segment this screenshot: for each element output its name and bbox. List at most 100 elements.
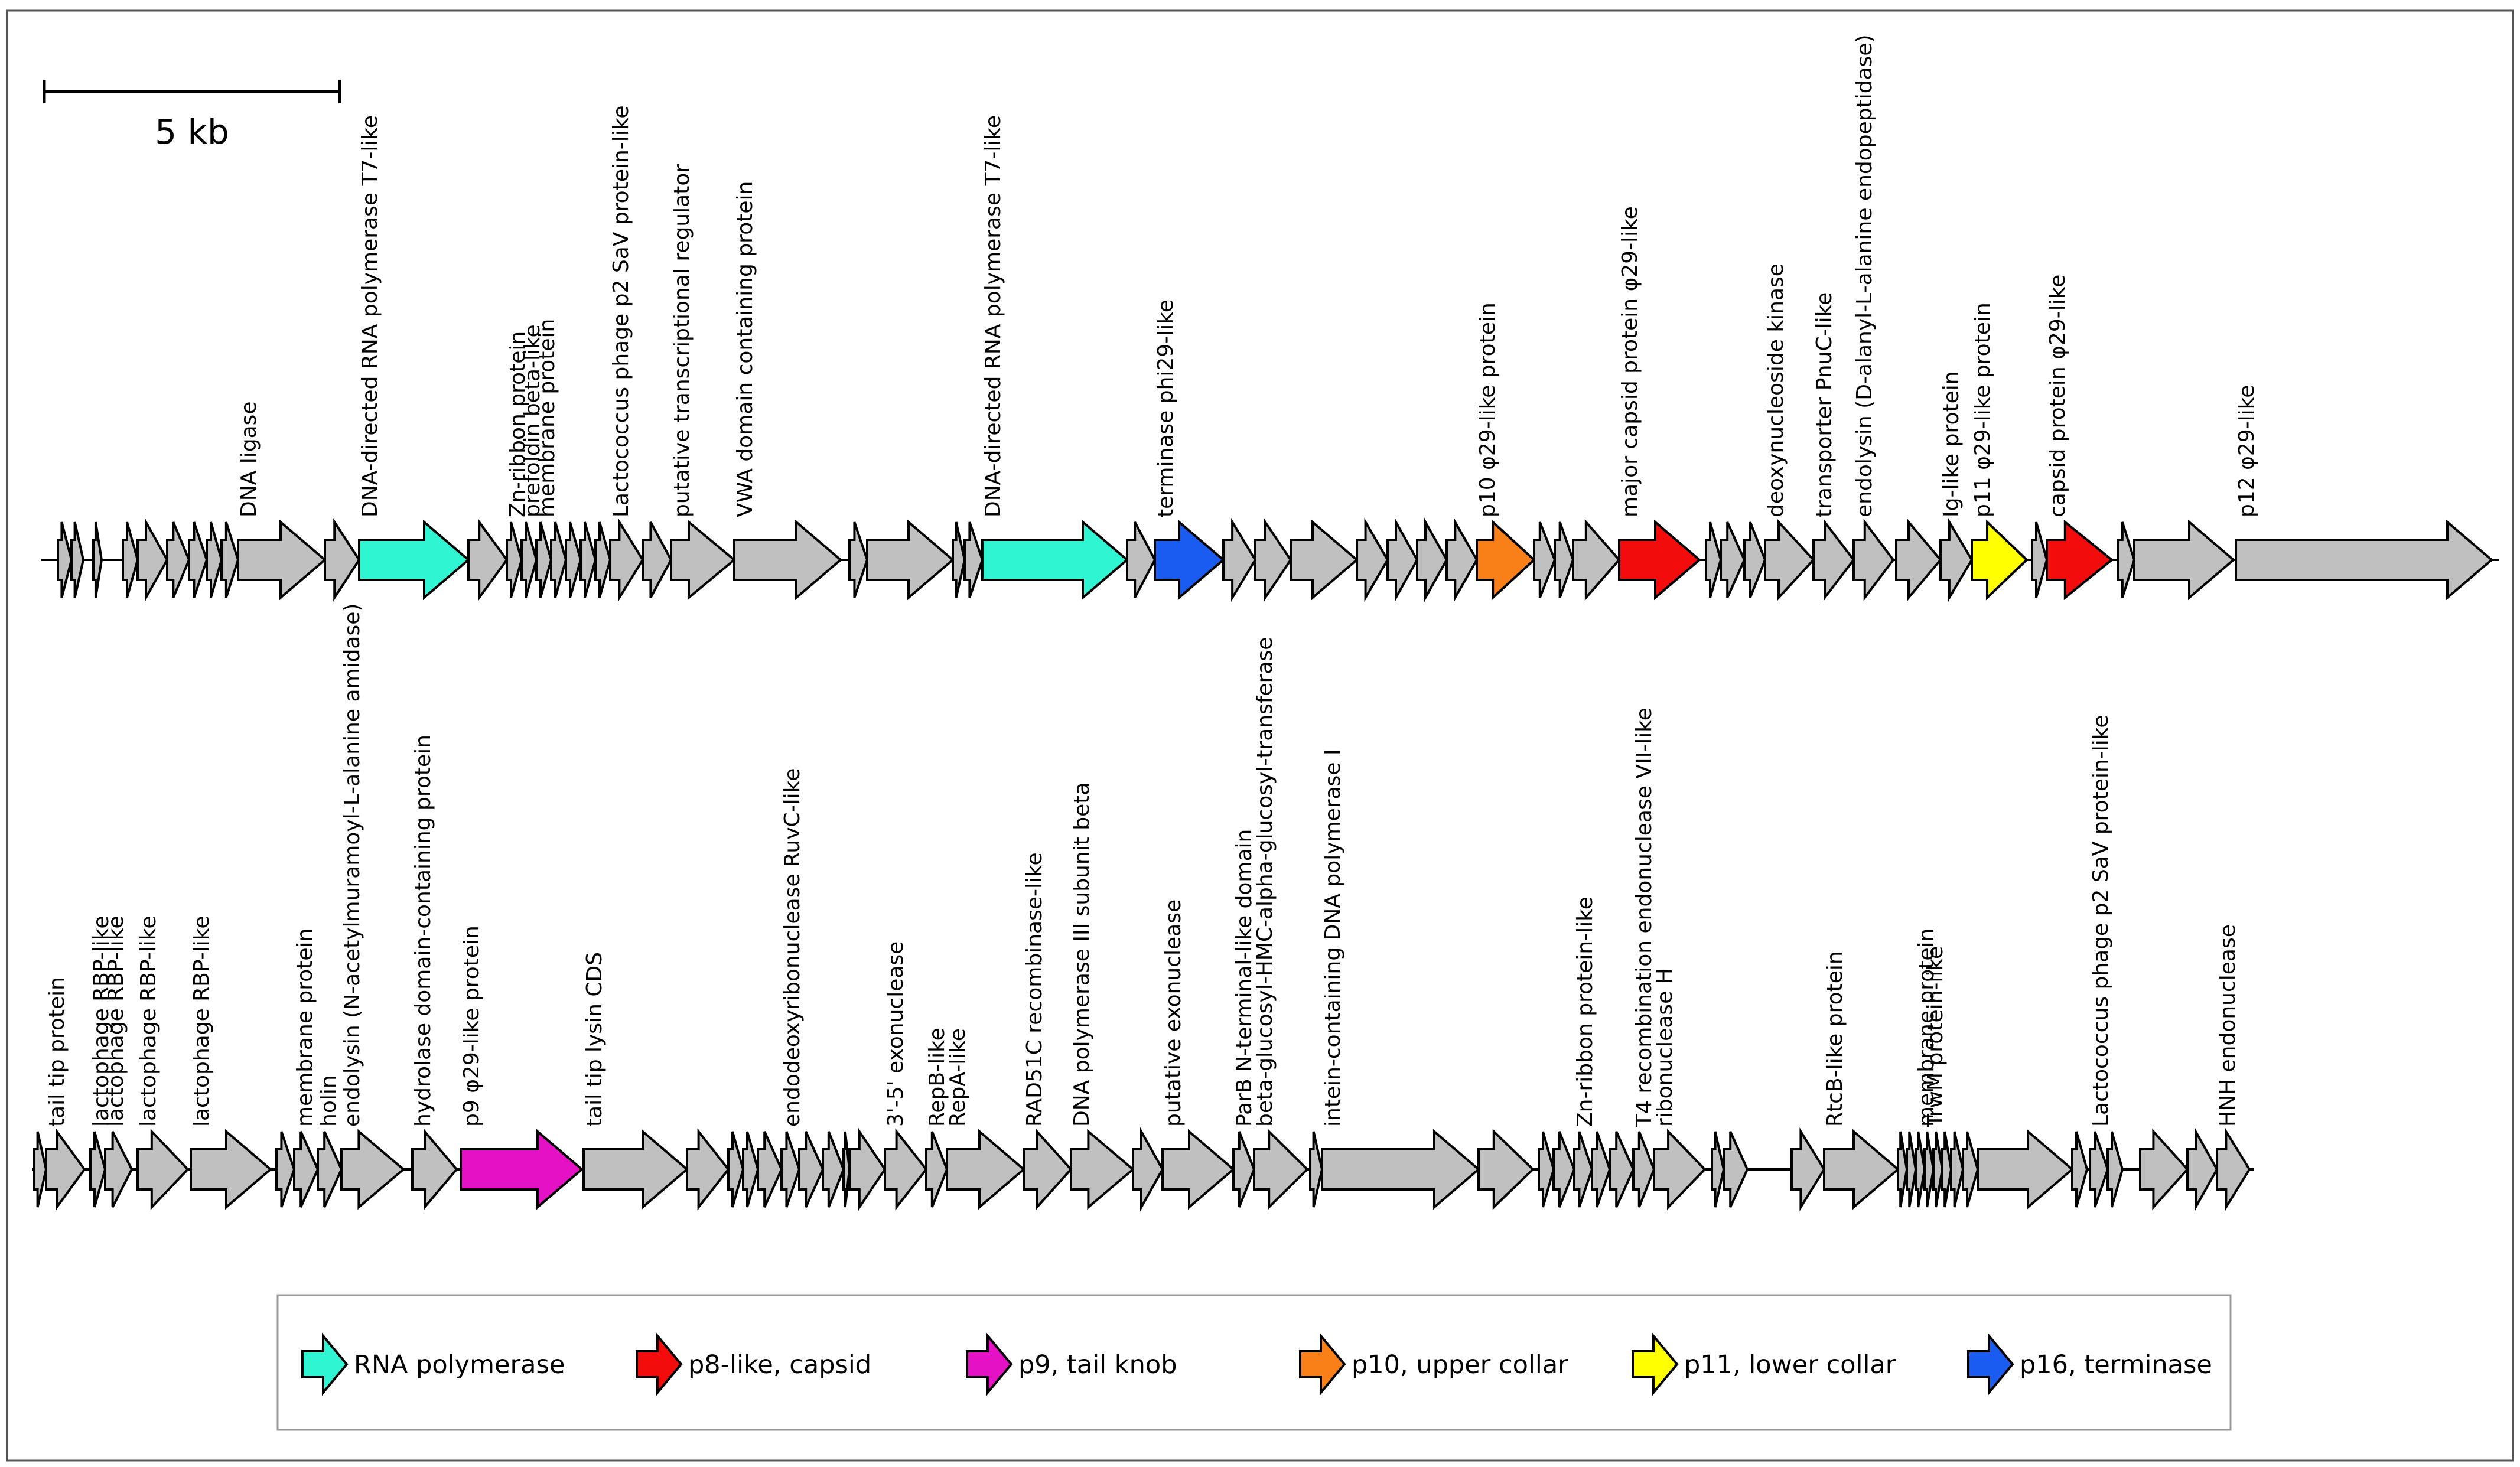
gene-arrow bbox=[1711, 1131, 1725, 1208]
gene-arrow bbox=[1126, 521, 1157, 598]
gene-label: DNA-directed RNA polymerase T7-like bbox=[981, 115, 1005, 517]
legend-item-label: p11, lower collar bbox=[1684, 1350, 1896, 1380]
gene-label: deoxynucleoside kinase bbox=[1764, 263, 1788, 517]
gene-arrow bbox=[1823, 1129, 1900, 1210]
gene-label: p11 φ29-like protein bbox=[1971, 302, 1995, 517]
gene-arrow bbox=[520, 521, 538, 598]
gene-arrow bbox=[1852, 519, 1895, 601]
gene-arrow bbox=[358, 519, 471, 601]
gene-label: putative transcriptional regulator bbox=[670, 164, 694, 517]
gene-arrow bbox=[1941, 1131, 1953, 1208]
gene-arrow bbox=[1356, 517, 1389, 602]
gene-label: tail tip protein bbox=[45, 977, 69, 1127]
scale-bar: 5 kb bbox=[43, 80, 341, 152]
gene-arrow bbox=[670, 519, 737, 601]
gene-label: tail tip lysin CDS bbox=[582, 952, 607, 1127]
gene-arrow bbox=[1653, 1129, 1707, 1210]
gene-arrow bbox=[981, 519, 1129, 601]
gene-arrow bbox=[686, 1128, 730, 1211]
gene-arrow bbox=[1977, 1129, 2075, 1210]
gene-label: p10 φ29-like protein bbox=[1476, 302, 1500, 517]
gene-arrow bbox=[2186, 1127, 2219, 1212]
gene-arrow bbox=[89, 1131, 107, 1208]
gene-arrow bbox=[1895, 519, 1942, 601]
gene-arrow bbox=[780, 1131, 801, 1208]
gene-arrow bbox=[104, 1131, 134, 1208]
gene-arrow bbox=[925, 1131, 949, 1208]
gene-arrow bbox=[1723, 1131, 1749, 1208]
gene-arrow bbox=[1309, 1131, 1324, 1208]
gene-arrow bbox=[642, 521, 673, 598]
gene-arrow bbox=[467, 518, 509, 602]
gene-arrow bbox=[1154, 519, 1226, 601]
gene-arrow bbox=[1939, 517, 1974, 602]
gene-arrow bbox=[2216, 1127, 2251, 1212]
gene-arrow bbox=[411, 1128, 458, 1211]
gene-arrow bbox=[190, 1129, 273, 1210]
gene-arrow bbox=[550, 521, 568, 598]
gene-arrow bbox=[1554, 521, 1575, 598]
gene-label: RAD51C recombinase-like bbox=[1023, 852, 1047, 1127]
gene-arrow bbox=[1932, 1131, 1944, 1208]
gene-arrow bbox=[206, 521, 223, 598]
gene-arrow bbox=[136, 517, 169, 602]
gene-label: membrane protein bbox=[535, 319, 559, 517]
gene-arrow bbox=[45, 1127, 86, 1211]
gene-arrow bbox=[2089, 1131, 2109, 1208]
gene-arrow bbox=[1743, 521, 1767, 598]
legend-swatch-arrow bbox=[636, 1332, 683, 1396]
gene-label: terminase phi29-like bbox=[1154, 299, 1178, 517]
gene-arrow bbox=[1538, 1131, 1555, 1208]
gene-arrow bbox=[1923, 1131, 1935, 1208]
legend-item-label: p10, upper collar bbox=[1352, 1350, 1568, 1380]
gene-label: VWA domain containing protein bbox=[733, 181, 757, 517]
gene-arrow bbox=[317, 1131, 343, 1208]
gene-arrow bbox=[1950, 1131, 1965, 1208]
gene-arrow bbox=[2235, 519, 2494, 601]
gene-label: prefoldin beta-like bbox=[520, 324, 545, 517]
gene-arrow bbox=[188, 521, 209, 598]
gene-arrow bbox=[848, 521, 869, 598]
gene-arrow bbox=[1897, 1131, 1909, 1208]
gene-arrow bbox=[33, 1131, 48, 1208]
gene-arrow bbox=[122, 521, 139, 598]
gene-arrow bbox=[1812, 519, 1855, 601]
gene-arrow bbox=[1321, 1129, 1481, 1210]
gene-arrow bbox=[952, 521, 966, 598]
gene-label: Lactococcus phage p2 SaV protein-like bbox=[2089, 715, 2113, 1127]
gene-arrow bbox=[1720, 521, 1746, 598]
gene-label: membrane protein bbox=[293, 928, 317, 1127]
gene-arrow bbox=[866, 519, 955, 601]
gene-label: endolysin (N-acetylmuramoyl-L-alanine am… bbox=[340, 604, 364, 1127]
gene-arrow bbox=[535, 521, 553, 598]
gene-label: endolysin (D-alanyl-L-alanine endopeptid… bbox=[1852, 34, 1877, 517]
gene-arrow bbox=[884, 1128, 928, 1211]
gene-label: p12 φ29-like bbox=[2235, 385, 2259, 517]
gene-label: beta-glucosyl-HMC-alpha-glucosyl-transfe… bbox=[1253, 637, 1277, 1127]
gene-label: lactophage RBP-like bbox=[104, 915, 128, 1127]
gene-label: Lactococcus phage p2 SaV protein-like bbox=[609, 106, 633, 518]
figure-border bbox=[6, 9, 2514, 1462]
gene-arrow bbox=[275, 1131, 296, 1208]
gene-arrow bbox=[136, 1129, 190, 1210]
gene-arrow bbox=[2106, 1131, 2124, 1208]
gene-arrow bbox=[460, 1129, 584, 1210]
gene-label: endodeoxyribonuclease RuvC-like bbox=[780, 768, 805, 1127]
gene-arrow bbox=[1477, 1129, 1535, 1210]
gene-arrow bbox=[1232, 1131, 1256, 1208]
gene-label: holin bbox=[317, 1075, 341, 1127]
gene-label: lactophage RBP-like bbox=[89, 915, 113, 1127]
gene-label: DNA-directed RNA polymerase T7-like bbox=[358, 115, 382, 517]
gene-label: ParB N-terminal-like domain bbox=[1232, 829, 1256, 1127]
gene-label: intein-containing DNA polymerase I bbox=[1321, 749, 1345, 1127]
gene-arrow bbox=[506, 521, 523, 598]
gene-arrow bbox=[2071, 1131, 2089, 1208]
gene-arrow bbox=[1222, 517, 1257, 602]
gene-arrow bbox=[1023, 1128, 1073, 1211]
gene-arrow bbox=[1573, 1131, 1594, 1208]
gene-arrow bbox=[565, 521, 582, 598]
legend-swatch-arrow bbox=[1967, 1332, 2014, 1396]
gene-arrow bbox=[2117, 521, 2136, 598]
